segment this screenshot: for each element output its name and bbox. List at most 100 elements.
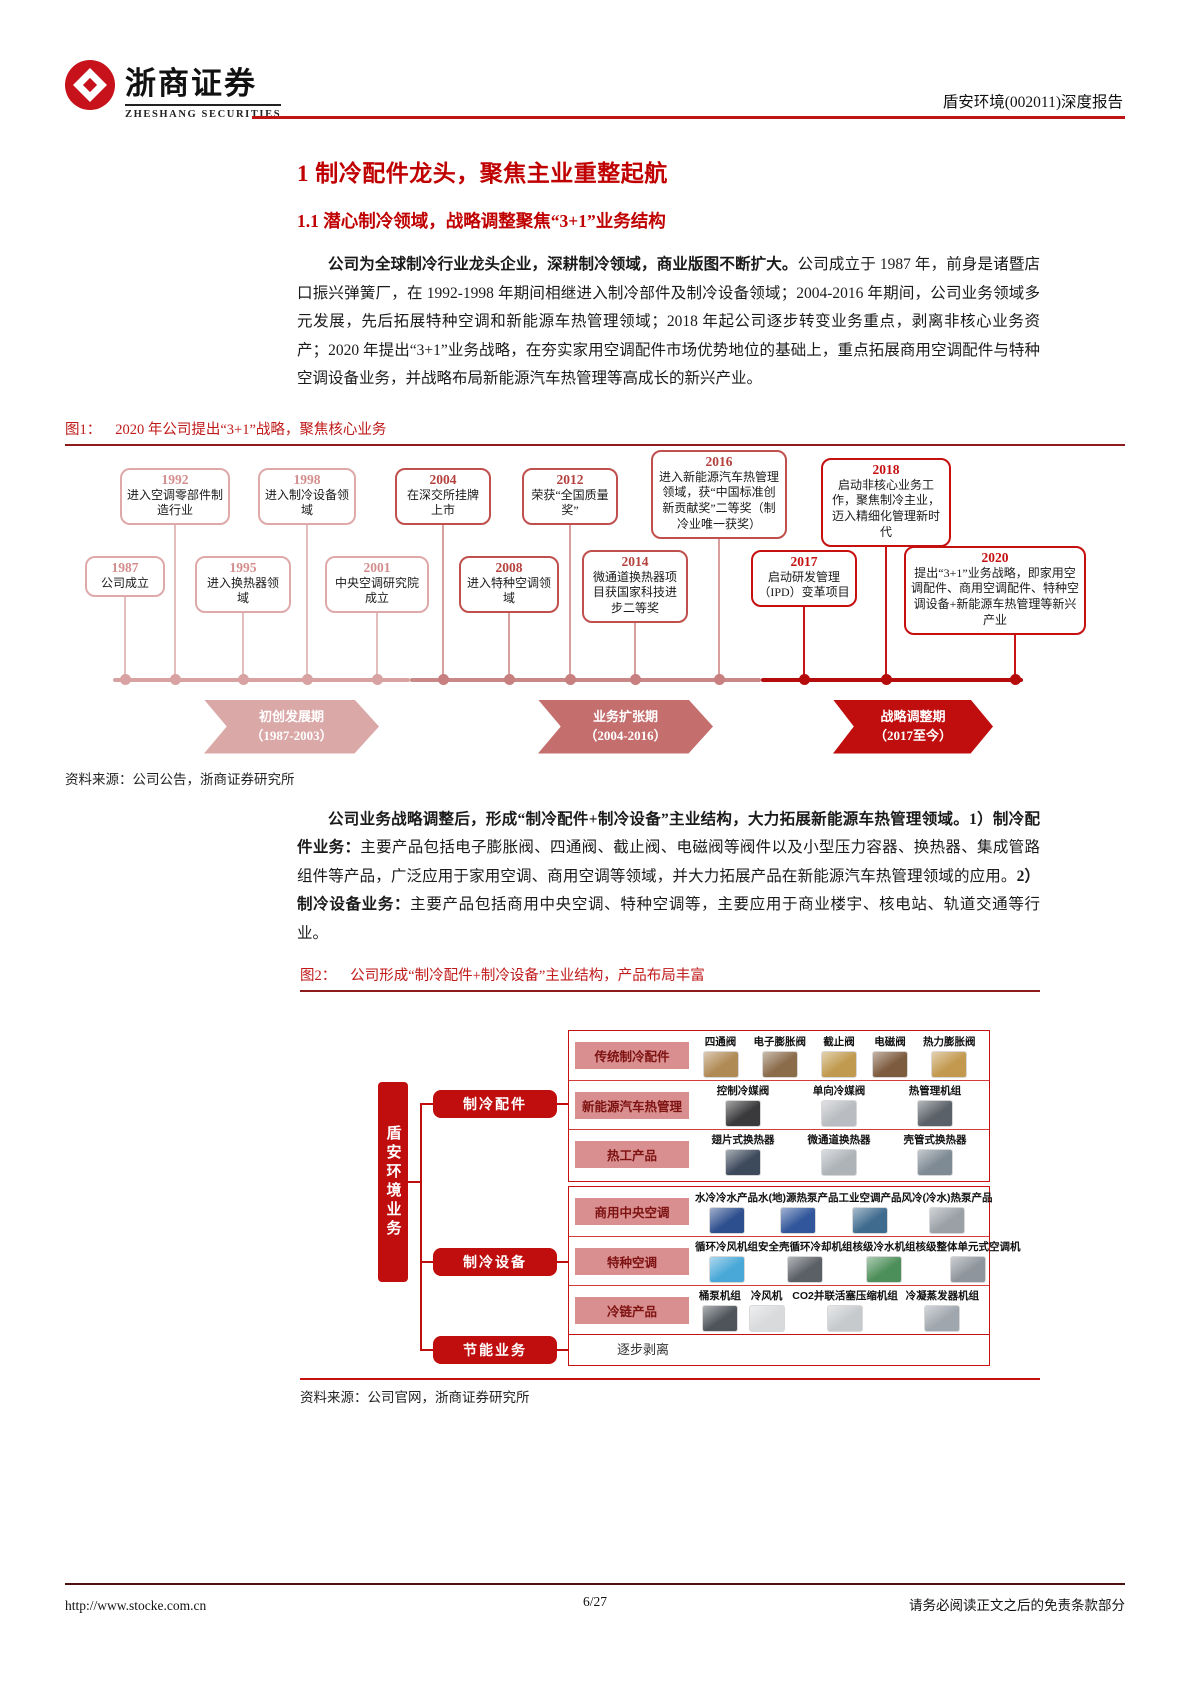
- milestone-text: 进入空调零部件制造行业: [127, 487, 224, 518]
- timeline-axis: [113, 677, 410, 682]
- figure1-caption-label: 图1：: [65, 421, 102, 438]
- business-structure-diagram: 盾安环境业务 制冷配件 制冷设备 节能业务 传统制冷配件四通阀电子膨胀阀截止阀电…: [300, 1002, 1040, 1370]
- product-name: 安全壳循环冷却机组: [758, 1241, 853, 1253]
- product-item: CO2并联活塞压缩机组: [792, 1288, 898, 1332]
- product-image: [924, 1305, 961, 1332]
- product-name: 核级整体单元式空调机: [915, 1241, 1021, 1253]
- branch-energy-saving: 节能业务: [433, 1336, 557, 1364]
- product-name: 风冷(冷水)热泵产品: [901, 1191, 993, 1204]
- timeline-dot: [119, 673, 131, 685]
- timeline-axis: [761, 677, 1023, 682]
- timeline-dot: [371, 673, 383, 685]
- branch-refrigeration-parts: 制冷配件: [433, 1090, 557, 1118]
- milestone-stem: [508, 589, 510, 680]
- group-label: 冷链产品: [575, 1296, 689, 1324]
- product-item: 冷凝蒸发器机组: [905, 1288, 980, 1332]
- product-image: [702, 1050, 739, 1078]
- milestone-text: 进入新能源汽车热管理领域，获“中国标准创新贡献奖”二等奖（制冷业唯一获奖）: [658, 469, 779, 531]
- product-name: 电磁阀: [874, 1035, 906, 1048]
- product-item: 电磁阀: [872, 1034, 908, 1078]
- milestone-text: 公司成立: [100, 575, 149, 590]
- product-image: [787, 1256, 824, 1283]
- milestone-year: 2017: [790, 553, 818, 569]
- connector: [408, 1181, 420, 1183]
- products: 水冷冷水产品水(地)源热泵产品工业空调产品风冷(冷水)热泵产品: [695, 1190, 993, 1234]
- group-label: 传统制冷配件: [575, 1042, 689, 1069]
- milestone-year: 1992: [161, 471, 189, 487]
- product-name: 四通阀: [704, 1035, 737, 1048]
- figure-2: 图2： 公司形成“制冷配件+制冷设备”主业结构，产品布局丰富 盾安环境业务 制冷…: [300, 964, 1040, 1406]
- figure2-caption-text: 公司形成“制冷配件+制冷设备”主业结构，产品布局丰富: [350, 968, 705, 984]
- product-item: 电子膨胀阀: [754, 1034, 806, 1078]
- phase-line1: 业务扩张期: [592, 708, 658, 724]
- product-name: 微通道换热器: [807, 1134, 871, 1146]
- report-label: 盾安环境(002011)深度报告: [942, 94, 1123, 111]
- bold-text: 2）制冷设备业务：: [297, 867, 1040, 914]
- product-item: 水(地)源热泵产品: [758, 1190, 839, 1234]
- product-item: 工业空调产品: [839, 1190, 902, 1234]
- product-image: [725, 1100, 761, 1127]
- timeline-dot: [798, 673, 810, 685]
- connector: [420, 1103, 422, 1351]
- figure1-caption: 图1： 2020 年公司提出“3+1”战略，聚焦核心业务: [65, 418, 1125, 439]
- product-image: [701, 1305, 738, 1332]
- product-name: 翅片式换热器: [711, 1134, 775, 1146]
- phase-line2: （2017至今）: [873, 727, 952, 743]
- products: 四通阀 电子膨胀阀 截止阀 电磁阀 热力膨胀阀: [695, 1034, 983, 1078]
- timeline-dot: [564, 673, 576, 685]
- milestone-stem: [569, 507, 571, 680]
- milestone-text: 在深交所挂牌上市: [406, 487, 479, 518]
- phase-line1: 初创发展期: [258, 708, 324, 724]
- product-name: 控制冷媒阀: [716, 1085, 770, 1097]
- product-name: 单向冷媒阀: [812, 1085, 866, 1097]
- figure2-caption-rule: [300, 990, 1040, 992]
- phase-arrow: 战略调整期 （2017至今）: [833, 699, 993, 754]
- phase-arrow: 业务扩张期（2004-2016）: [538, 699, 713, 754]
- milestone-stem: [885, 507, 887, 680]
- milestone-year: 2001: [363, 559, 391, 575]
- bold-text: 公司业务战略调整后，形成“制冷配件+制冷设备”主业结构，大力拓展新能源车热管理领…: [328, 810, 970, 828]
- product-item: 核级整体单元式空调机: [916, 1239, 1021, 1283]
- timeline-dot: [629, 673, 641, 685]
- product-name: 热力膨胀阀: [923, 1035, 976, 1048]
- page-footer: http://www.stocke.com.cn 6/27 请务必阅读正文之后的…: [65, 1583, 1125, 1614]
- phase-line1: 战略调整期: [880, 708, 946, 724]
- zheshang-logo-icon: [65, 60, 115, 110]
- milestone-text: 提出“3+1”业务战略，即家用空调配件、商用空调配件、特种空调设备+新能源车热管…: [911, 565, 1080, 627]
- product-name: 截止阀: [823, 1035, 855, 1048]
- figure1-caption-text: 2020 年公司提出“3+1”战略，聚焦核心业务: [115, 421, 387, 438]
- milestone-stem: [376, 589, 378, 680]
- milestone-text: 启动非核心业务工作，聚焦制冷主业，迈入精细化管理新时代: [831, 477, 940, 539]
- paragraph-2: 公司业务战略调整后，形成“制冷配件+制冷设备”主业结构，大力拓展新能源车热管理领…: [297, 806, 1040, 949]
- product-item: 冷风机: [748, 1288, 785, 1332]
- product-image: [821, 1100, 857, 1127]
- connector: [422, 1103, 433, 1105]
- brand-name-cn: 浙商证券: [125, 58, 282, 106]
- product-name: 循环冷风机组: [695, 1241, 758, 1253]
- figure2-caption-label: 图2：: [300, 968, 337, 984]
- milestone-stem: [306, 507, 308, 680]
- figure1-caption-rule: [65, 443, 1125, 446]
- product-item: 截止阀: [821, 1034, 857, 1078]
- product-name: 冷凝蒸发器机组: [905, 1290, 980, 1302]
- product-image: [929, 1206, 965, 1234]
- product-row: 传统制冷配件 四通阀 电子膨胀阀 截止阀 电磁阀 热力膨胀阀: [569, 1031, 989, 1080]
- product-image: [931, 1050, 968, 1078]
- product-name: 冷风机: [750, 1290, 783, 1302]
- milestone-text: 中央空调研究院成立: [334, 575, 419, 606]
- product-item: 核级冷水机组: [853, 1239, 916, 1283]
- milestone-year: 2016: [705, 453, 733, 469]
- product-item: 翅片式换热器: [712, 1132, 775, 1176]
- group-label: 商用中央空调: [575, 1198, 689, 1225]
